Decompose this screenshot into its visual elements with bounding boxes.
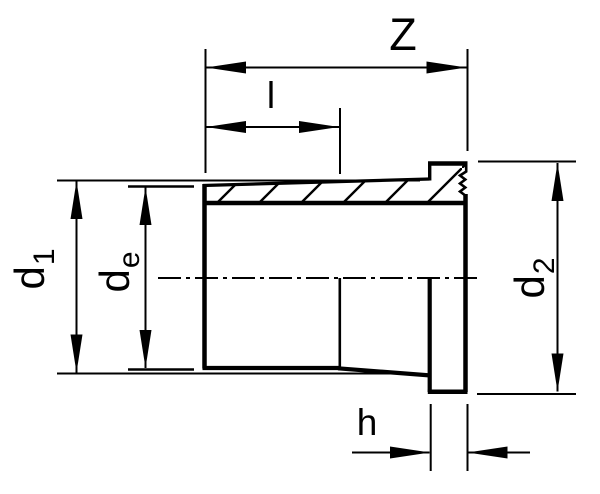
arrow-z-right [426, 61, 467, 74]
dimension-h [352, 446, 530, 459]
dimension-z [206, 61, 467, 74]
label-d1-sub: 1 [28, 248, 61, 265]
arrow-d2-bottom [551, 353, 564, 392]
label-d2-main: d [506, 275, 553, 298]
arrow-h-left [390, 446, 430, 459]
label-d2-sub: 2 [528, 257, 561, 274]
label-h: h [357, 402, 378, 443]
arrow-d2-top [551, 163, 564, 201]
arrow-de-top [139, 187, 152, 225]
label-l: l [267, 75, 275, 116]
label-d1: d1 [6, 248, 61, 289]
label-d2: d2 [506, 257, 561, 298]
label-de-main: d [91, 269, 138, 292]
arrow-l-right [299, 121, 339, 133]
label-d1-main: d [6, 266, 53, 289]
extension-lines [57, 49, 576, 471]
label-de: de [91, 251, 146, 292]
arrow-l-left [206, 121, 246, 133]
dimension-d2 [551, 163, 564, 392]
arrow-de-bottom [139, 330, 152, 368]
label-z: Z [389, 9, 417, 60]
dimension-l [206, 121, 339, 133]
arrow-d1-top [70, 181, 83, 219]
label-de-sub: e [113, 251, 146, 268]
dimension-lines [70, 61, 564, 459]
arrow-h-right [467, 446, 508, 459]
arrow-z-left [206, 61, 246, 74]
dimension-d1 [70, 181, 83, 373]
arrow-d1-bottom [70, 334, 83, 373]
dimension-de [139, 187, 152, 368]
serrated-sealing-face [457, 164, 468, 197]
dimension-labels: Z l h d1 de d2 [6, 9, 561, 443]
